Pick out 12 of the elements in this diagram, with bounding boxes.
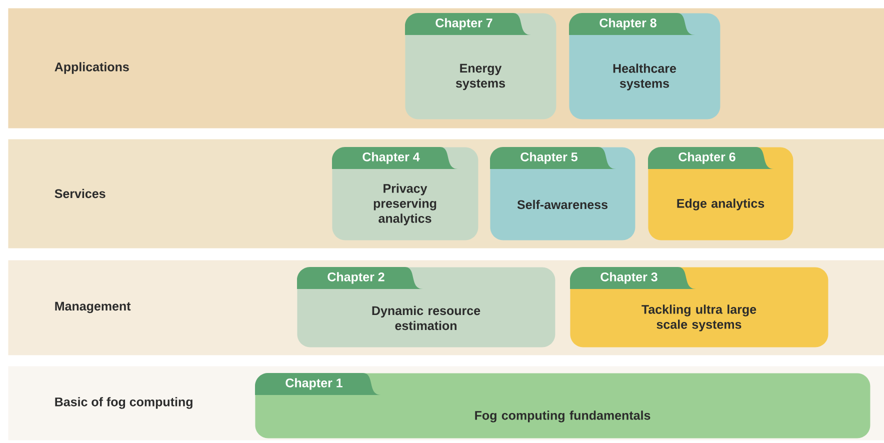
layer-label: Services bbox=[54, 188, 106, 198]
chapter-card: Chapter 6 Edge analytics bbox=[648, 147, 794, 240]
layer-label: Management bbox=[55, 302, 131, 314]
chapter-card: Chapter 8 Healthcare systems bbox=[569, 13, 720, 120]
chapter-card: Chapter 1 Fog computing fundamentals bbox=[255, 373, 870, 438]
layer-label: Basic of fog computing bbox=[55, 397, 192, 409]
layer-label: Applications bbox=[54, 62, 129, 74]
chapter-card: Chapter 3 Tackling ultra large scale systems bbox=[570, 267, 828, 348]
chapter-card: Chapter 2 Dynamic resource estimation bbox=[297, 267, 556, 348]
chapter-card: Chapter 7 Energy systems bbox=[405, 13, 556, 120]
chapter-card: Chapter 4 Privacy preserving analytics bbox=[332, 147, 478, 240]
chapter-card: Chapter 5 Self-awareness bbox=[490, 147, 636, 240]
